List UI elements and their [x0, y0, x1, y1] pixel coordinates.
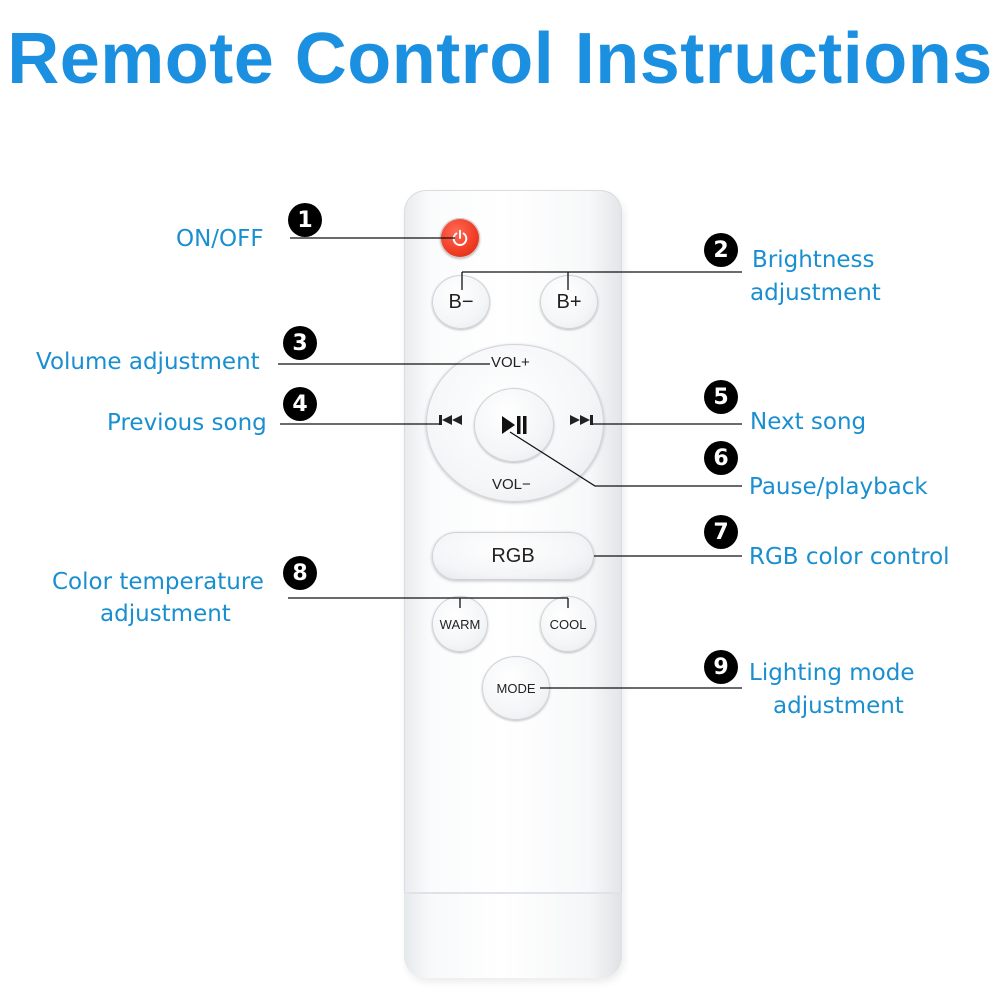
- callout-badge-2: 2: [704, 233, 738, 267]
- label-volume: Volume adjustment: [36, 349, 260, 375]
- play-pause-icon: [502, 416, 527, 434]
- label-brightness-line1: Brightness: [752, 247, 875, 273]
- power-icon: [452, 229, 468, 246]
- label-lighting-mode-line2: adjustment: [773, 693, 904, 719]
- volume-up-button[interactable]: VOL+: [491, 354, 530, 371]
- label-color-temp-line1: Color temperature: [52, 569, 264, 595]
- label-lighting-mode-line1: Lighting mode: [749, 660, 915, 686]
- remote-seam: [404, 892, 622, 894]
- brightness-down-button[interactable]: B−: [432, 275, 490, 329]
- callout-badge-7: 7: [704, 515, 738, 549]
- callout-badge-3: 3: [283, 326, 317, 360]
- label-brightness-line2: adjustment: [750, 280, 881, 306]
- rgb-button[interactable]: RGB: [432, 532, 594, 580]
- page-title: Remote Control Instructions: [7, 19, 993, 99]
- next-track-icon: [570, 415, 593, 425]
- callout-line-6: [509, 431, 742, 487]
- mode-button[interactable]: MODE: [482, 656, 550, 720]
- remote-battery-cover: [404, 894, 622, 978]
- callout-badge-6: 6: [704, 441, 738, 475]
- label-next-song: Next song: [750, 409, 867, 435]
- volume-down-button[interactable]: VOL−: [492, 476, 531, 493]
- callout-badge-5: 5: [704, 380, 738, 414]
- previous-track-icon: [439, 415, 462, 425]
- callout-badge-1: 1: [288, 203, 322, 237]
- next-track-button[interactable]: [568, 414, 594, 430]
- previous-track-button[interactable]: [438, 414, 464, 430]
- callout-badge-4: 4: [283, 387, 317, 421]
- label-color-temp-line2: adjustment: [100, 601, 231, 627]
- brightness-up-button[interactable]: B+: [540, 275, 598, 329]
- label-previous-song: Previous song: [107, 410, 267, 436]
- label-pause-playback: Pause/playback: [749, 474, 928, 500]
- play-pause-button[interactable]: [474, 388, 554, 462]
- label-rgb-control: RGB color control: [749, 544, 950, 570]
- callout-badge-9: 9: [704, 650, 738, 684]
- label-on-off: ON/OFF: [176, 226, 264, 252]
- callout-badge-8: 8: [283, 556, 317, 590]
